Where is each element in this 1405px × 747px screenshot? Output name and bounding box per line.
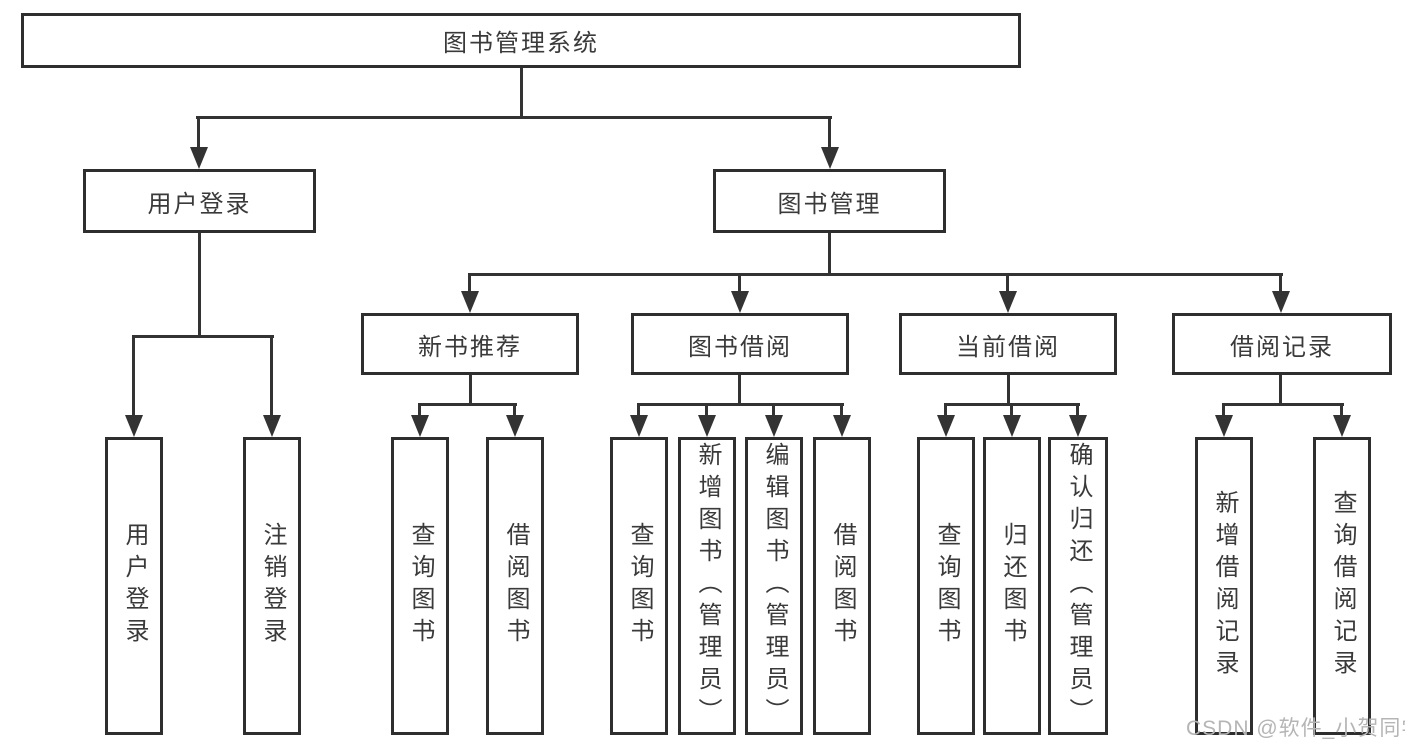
leaf-query-borrow-record: 查询借阅记录	[1313, 437, 1371, 735]
node-user-login-label: 用户登录	[147, 190, 252, 218]
connector-book-management-bar	[469, 273, 1283, 276]
node-book-management-label: 图书管理	[777, 190, 882, 218]
connector-root-bar	[196, 116, 832, 119]
connector-book-management-stem	[828, 233, 831, 276]
node-new-book-recommend: 新书推荐	[361, 313, 579, 375]
leaf-add-books-admin: 新增图书（管理员）	[678, 437, 736, 735]
leaf-logout-label: 注销登录	[259, 522, 286, 650]
arrow-to-borrow-books	[833, 403, 851, 437]
arrow-to-add-books-admin	[698, 403, 716, 437]
arrow-to-edit-books-admin	[765, 403, 783, 437]
csdn-watermark: CSDN @软件_小贺同学	[1186, 717, 1405, 740]
leaf-edit-books-admin-label: 编辑图书（管理员）	[761, 442, 788, 730]
leaf-borrow-books-recommend-label: 借阅图书	[502, 522, 529, 650]
leaf-query-borrow-record-label: 查询借阅记录	[1329, 490, 1356, 682]
node-book-management: 图书管理	[713, 169, 946, 233]
connector-user-login-stem	[198, 233, 201, 338]
node-book-borrow-label: 图书借阅	[688, 333, 792, 361]
leaf-query-books-borrow: 查询图书	[610, 437, 668, 735]
leaf-borrow-books: 借阅图书	[813, 437, 871, 735]
connector-records-bar	[1223, 403, 1344, 406]
leaf-query-books-current: 查询图书	[917, 437, 975, 735]
connector-records-stem	[1279, 375, 1282, 406]
arrow-to-current-borrow	[999, 273, 1017, 313]
arrow-to-query-books-current	[937, 403, 955, 437]
node-root: 图书管理系统	[21, 13, 1021, 68]
leaf-query-books-recommend-label: 查询图书	[407, 522, 434, 650]
arrow-to-new-book-recommend	[461, 273, 479, 313]
connector-user-login-bar	[133, 335, 274, 338]
node-borrow-records-label: 借阅记录	[1230, 333, 1334, 361]
node-user-login: 用户登录	[83, 169, 316, 233]
arrow-to-query-borrow-record	[1333, 403, 1351, 437]
arrow-to-query-books-borrow	[630, 403, 648, 437]
arrow-to-book-management	[821, 116, 839, 169]
arrow-to-user-login	[190, 116, 208, 169]
arrow-to-borrow-books-recommend	[506, 403, 524, 437]
leaf-return-books: 归还图书	[983, 437, 1041, 735]
node-root-label: 图书管理系统	[443, 30, 599, 57]
arrow-to-leaf-logout	[263, 335, 281, 437]
connector-root-stem	[520, 68, 523, 119]
arrow-to-leaf-user-login	[125, 335, 143, 437]
arrow-to-add-borrow-record	[1215, 403, 1233, 437]
node-borrow-records: 借阅记录	[1172, 313, 1392, 375]
leaf-borrow-books-recommend: 借阅图书	[486, 437, 544, 735]
leaf-add-borrow-record-label: 新增借阅记录	[1211, 490, 1238, 682]
leaf-add-borrow-record: 新增借阅记录	[1195, 437, 1253, 735]
leaf-query-books-current-label: 查询图书	[933, 522, 960, 650]
arrow-to-borrow-records	[1272, 273, 1290, 313]
leaf-user-login: 用户登录	[105, 437, 163, 735]
node-new-book-recommend-label: 新书推荐	[418, 333, 522, 361]
connector-recommend-bar	[419, 403, 517, 406]
leaf-borrow-books-label: 借阅图书	[829, 522, 856, 650]
node-current-borrow-label: 当前借阅	[956, 333, 1060, 361]
node-book-borrow: 图书借阅	[631, 313, 849, 375]
leaf-add-books-admin-label: 新增图书（管理员）	[694, 442, 721, 730]
leaf-edit-books-admin: 编辑图书（管理员）	[745, 437, 803, 735]
leaf-return-books-label: 归还图书	[999, 522, 1026, 650]
leaf-user-login-label: 用户登录	[121, 522, 148, 650]
arrow-to-book-borrow	[731, 273, 749, 313]
connector-current-stem	[1007, 375, 1010, 406]
connector-borrow-bar	[638, 403, 844, 406]
connector-borrow-stem	[738, 375, 741, 406]
leaf-confirm-return-admin: 确认归还（管理员）	[1048, 437, 1108, 735]
arrow-to-confirm-return-admin	[1069, 403, 1087, 437]
leaf-query-books-borrow-label: 查询图书	[626, 522, 653, 650]
node-current-borrow: 当前借阅	[899, 313, 1117, 375]
arrow-to-query-books-recommend	[411, 403, 429, 437]
leaf-query-books-recommend: 查询图书	[391, 437, 449, 735]
arrow-to-return-books	[1003, 403, 1021, 437]
leaf-confirm-return-admin-label: 确认归还（管理员）	[1065, 442, 1092, 730]
connector-recommend-stem	[469, 375, 472, 406]
leaf-logout: 注销登录	[243, 437, 301, 735]
